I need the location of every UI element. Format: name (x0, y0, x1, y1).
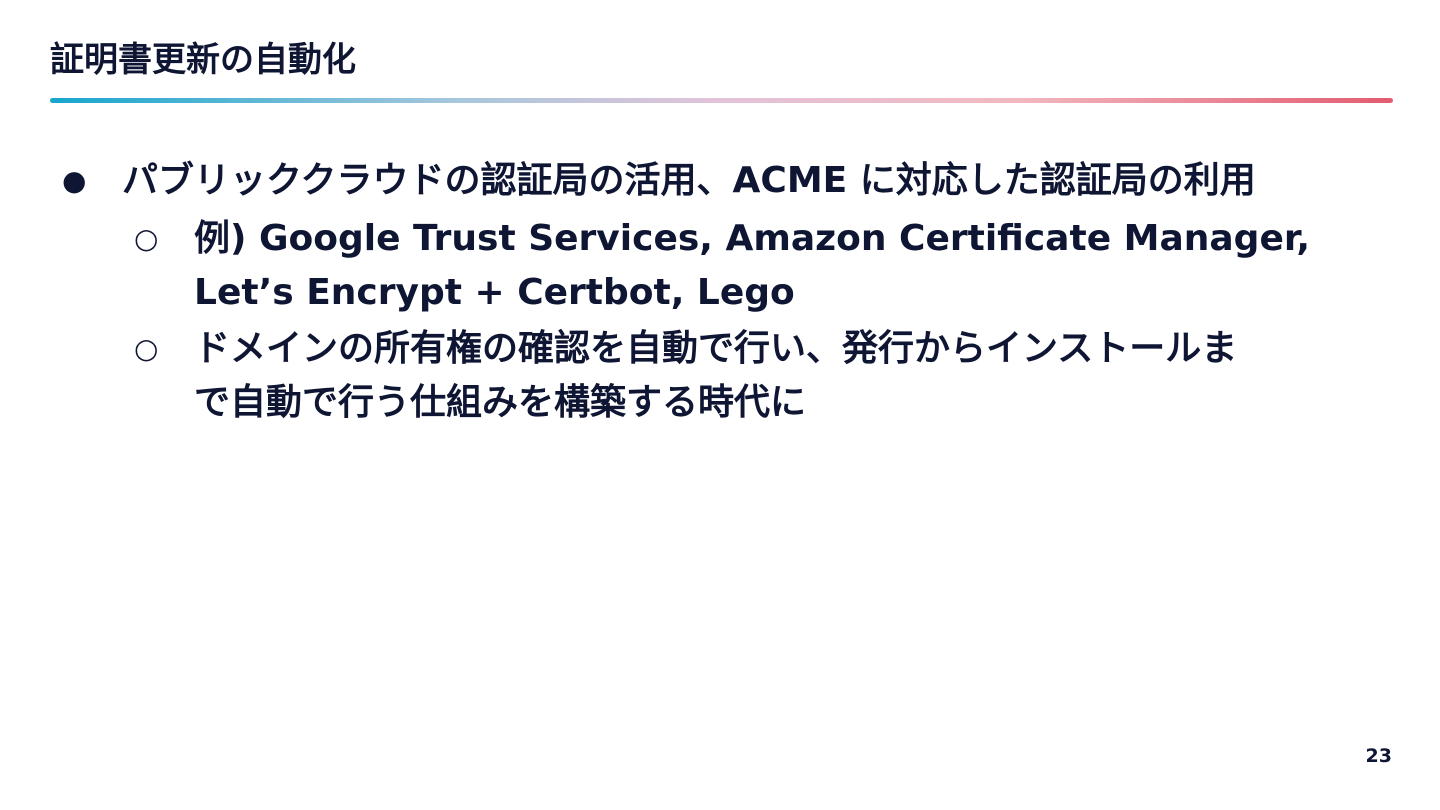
page-number: 23 (1365, 745, 1392, 767)
bullet-text-main: パブリッククラウドの認証局の活用、ACME に対応した認証局の利用 (122, 160, 1256, 201)
sub-bullet-text-automation: ドメインの所有権の確認を自動で行い、発行からインストールま で自動で行う仕組みを… (194, 322, 1374, 430)
sub-bullet-line: 例) Google Trust Services, Amazon Certifi… (194, 218, 1310, 259)
bullet-marker: ● (62, 164, 87, 197)
title-divider (50, 98, 1393, 103)
sub-bullet-text-examples: 例) Google Trust Services, Amazon Certifi… (194, 212, 1374, 320)
sub-bullet-line: で自動で行う仕組みを構築する時代に (194, 382, 807, 423)
sub-bullet-marker: ○ (134, 332, 159, 365)
sub-bullet-line: ドメインの所有権の確認を自動で行い、発行からインストールま (194, 328, 1238, 369)
sub-bullet-marker: ○ (134, 222, 159, 255)
slide-title: 証明書更新の自動化 (50, 40, 356, 80)
sub-bullet-line: Let’s Encrypt + Certbot, Lego (194, 272, 795, 313)
